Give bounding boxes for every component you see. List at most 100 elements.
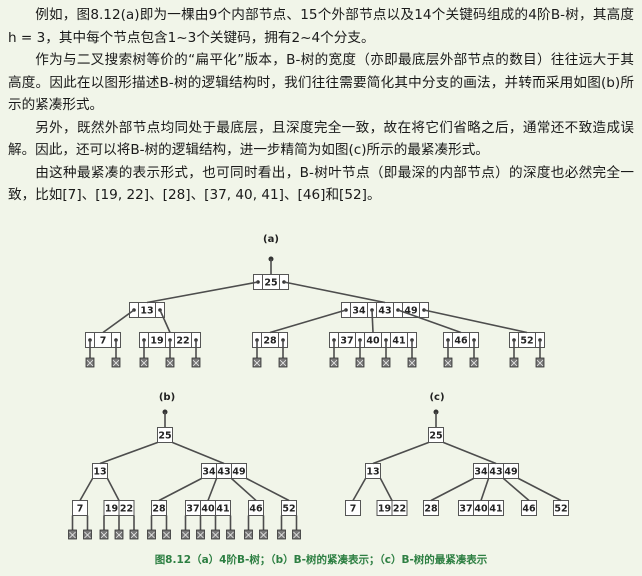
node-key: 34 [202, 467, 216, 478]
body-text: 例如，图8.12(a)即为一棵由9个内部节点、15个外部节点以及14个关键码组成… [8, 4, 634, 207]
tree-edge [230, 477, 257, 502]
node-key: 41 [216, 504, 229, 515]
external-node [244, 529, 253, 540]
btree-node: 13 [365, 463, 381, 479]
external-node [191, 357, 201, 368]
node-key: 37 [459, 504, 472, 515]
external-node [292, 529, 301, 540]
external-node [211, 529, 220, 540]
paragraph-3: 另外，既然外部节点均同处于最底层，且深度完全一致，故在将它们省略之后，通常还不致… [8, 119, 634, 159]
paragraph-4: 由这种最紧凑的表示形式，也可同时看出，B-树叶节点（即最深的内部节点）的深度也必… [8, 164, 634, 204]
node-key: 28 [424, 504, 438, 515]
btree-node: 46 [248, 500, 264, 516]
node-key: 49 [504, 467, 517, 478]
tree-edge [283, 281, 386, 304]
key-cell [231, 463, 247, 479]
paragraph-2: 作为与二叉搜索树等价的“扁平化”版本，B-树的宽度（亦即最底层外部节点的数目）往… [8, 52, 634, 113]
tree-edge [106, 478, 120, 501]
node-key: 22 [176, 336, 189, 347]
btree-node: 28 [423, 500, 439, 516]
node-key: 13 [140, 306, 153, 317]
external-node [162, 529, 171, 540]
node-key: 37 [340, 336, 353, 347]
btree-node: 13 [92, 463, 108, 479]
node-key: 41 [489, 504, 502, 515]
node-key: 52 [554, 504, 567, 515]
tree-edge [246, 477, 290, 502]
btree-node: 7 [345, 500, 361, 516]
external-node [129, 529, 139, 540]
tree-edge [480, 478, 490, 501]
node-key: 52 [282, 504, 295, 515]
external-node [252, 357, 262, 368]
label-b: (b) [159, 392, 175, 403]
tree-edge [518, 477, 562, 502]
node-key: 22 [393, 504, 406, 515]
node-key: 19 [378, 504, 391, 515]
external-node [165, 357, 175, 368]
external-node [535, 357, 545, 368]
external-node [443, 357, 453, 368]
external-node [196, 529, 205, 540]
external-node [329, 357, 339, 368]
external-node [509, 357, 519, 368]
key-cell [157, 427, 173, 443]
node-key: 52 [520, 336, 533, 347]
external-node [147, 529, 156, 540]
tree-edge [159, 309, 171, 333]
tree-edge [502, 477, 530, 502]
btree-node: 13 [129, 302, 165, 318]
external-node [407, 357, 417, 368]
node-key: 22 [120, 504, 133, 515]
tree-edge [443, 441, 497, 465]
external-node [111, 357, 121, 368]
external-node [85, 357, 95, 368]
node-key: 46 [522, 504, 536, 515]
node-key: 7 [100, 336, 107, 347]
external-node [469, 357, 479, 368]
node-key: 28 [263, 336, 277, 347]
node-key: 46 [454, 336, 468, 347]
btree-node: 7 [72, 500, 88, 516]
tree-edge [397, 309, 462, 334]
btree-node: 25 [253, 274, 289, 290]
node-key: 49 [404, 306, 417, 317]
tree-edge [102, 309, 135, 334]
node-key: 49 [232, 467, 245, 478]
tree-edge [99, 441, 158, 465]
btree-node: 52 [553, 500, 569, 516]
node-key: 13 [93, 467, 106, 478]
external-node [99, 529, 109, 540]
node-key: 43 [217, 467, 230, 478]
external-node [139, 357, 149, 368]
btree-node: 34 43 49 [341, 302, 429, 318]
node-key: 34 [352, 306, 366, 317]
tree-edge [372, 441, 429, 465]
key-cell [488, 500, 504, 516]
node-key: 19 [105, 504, 118, 515]
btree-node: 46 [521, 500, 537, 516]
tree-edge [158, 477, 202, 502]
node-key: 43 [378, 306, 391, 317]
external-node [226, 529, 235, 540]
node-key: 25 [429, 431, 442, 442]
node-key: 25 [264, 278, 277, 289]
node-key: 34 [474, 467, 488, 478]
external-node [355, 357, 365, 368]
tree-edge [207, 478, 218, 501]
external-node [83, 529, 92, 540]
node-key: 43 [489, 467, 502, 478]
btree-node: 52 [281, 500, 297, 516]
btree-node: 25 [157, 427, 173, 443]
external-node [381, 357, 391, 368]
key-cell [428, 427, 444, 443]
